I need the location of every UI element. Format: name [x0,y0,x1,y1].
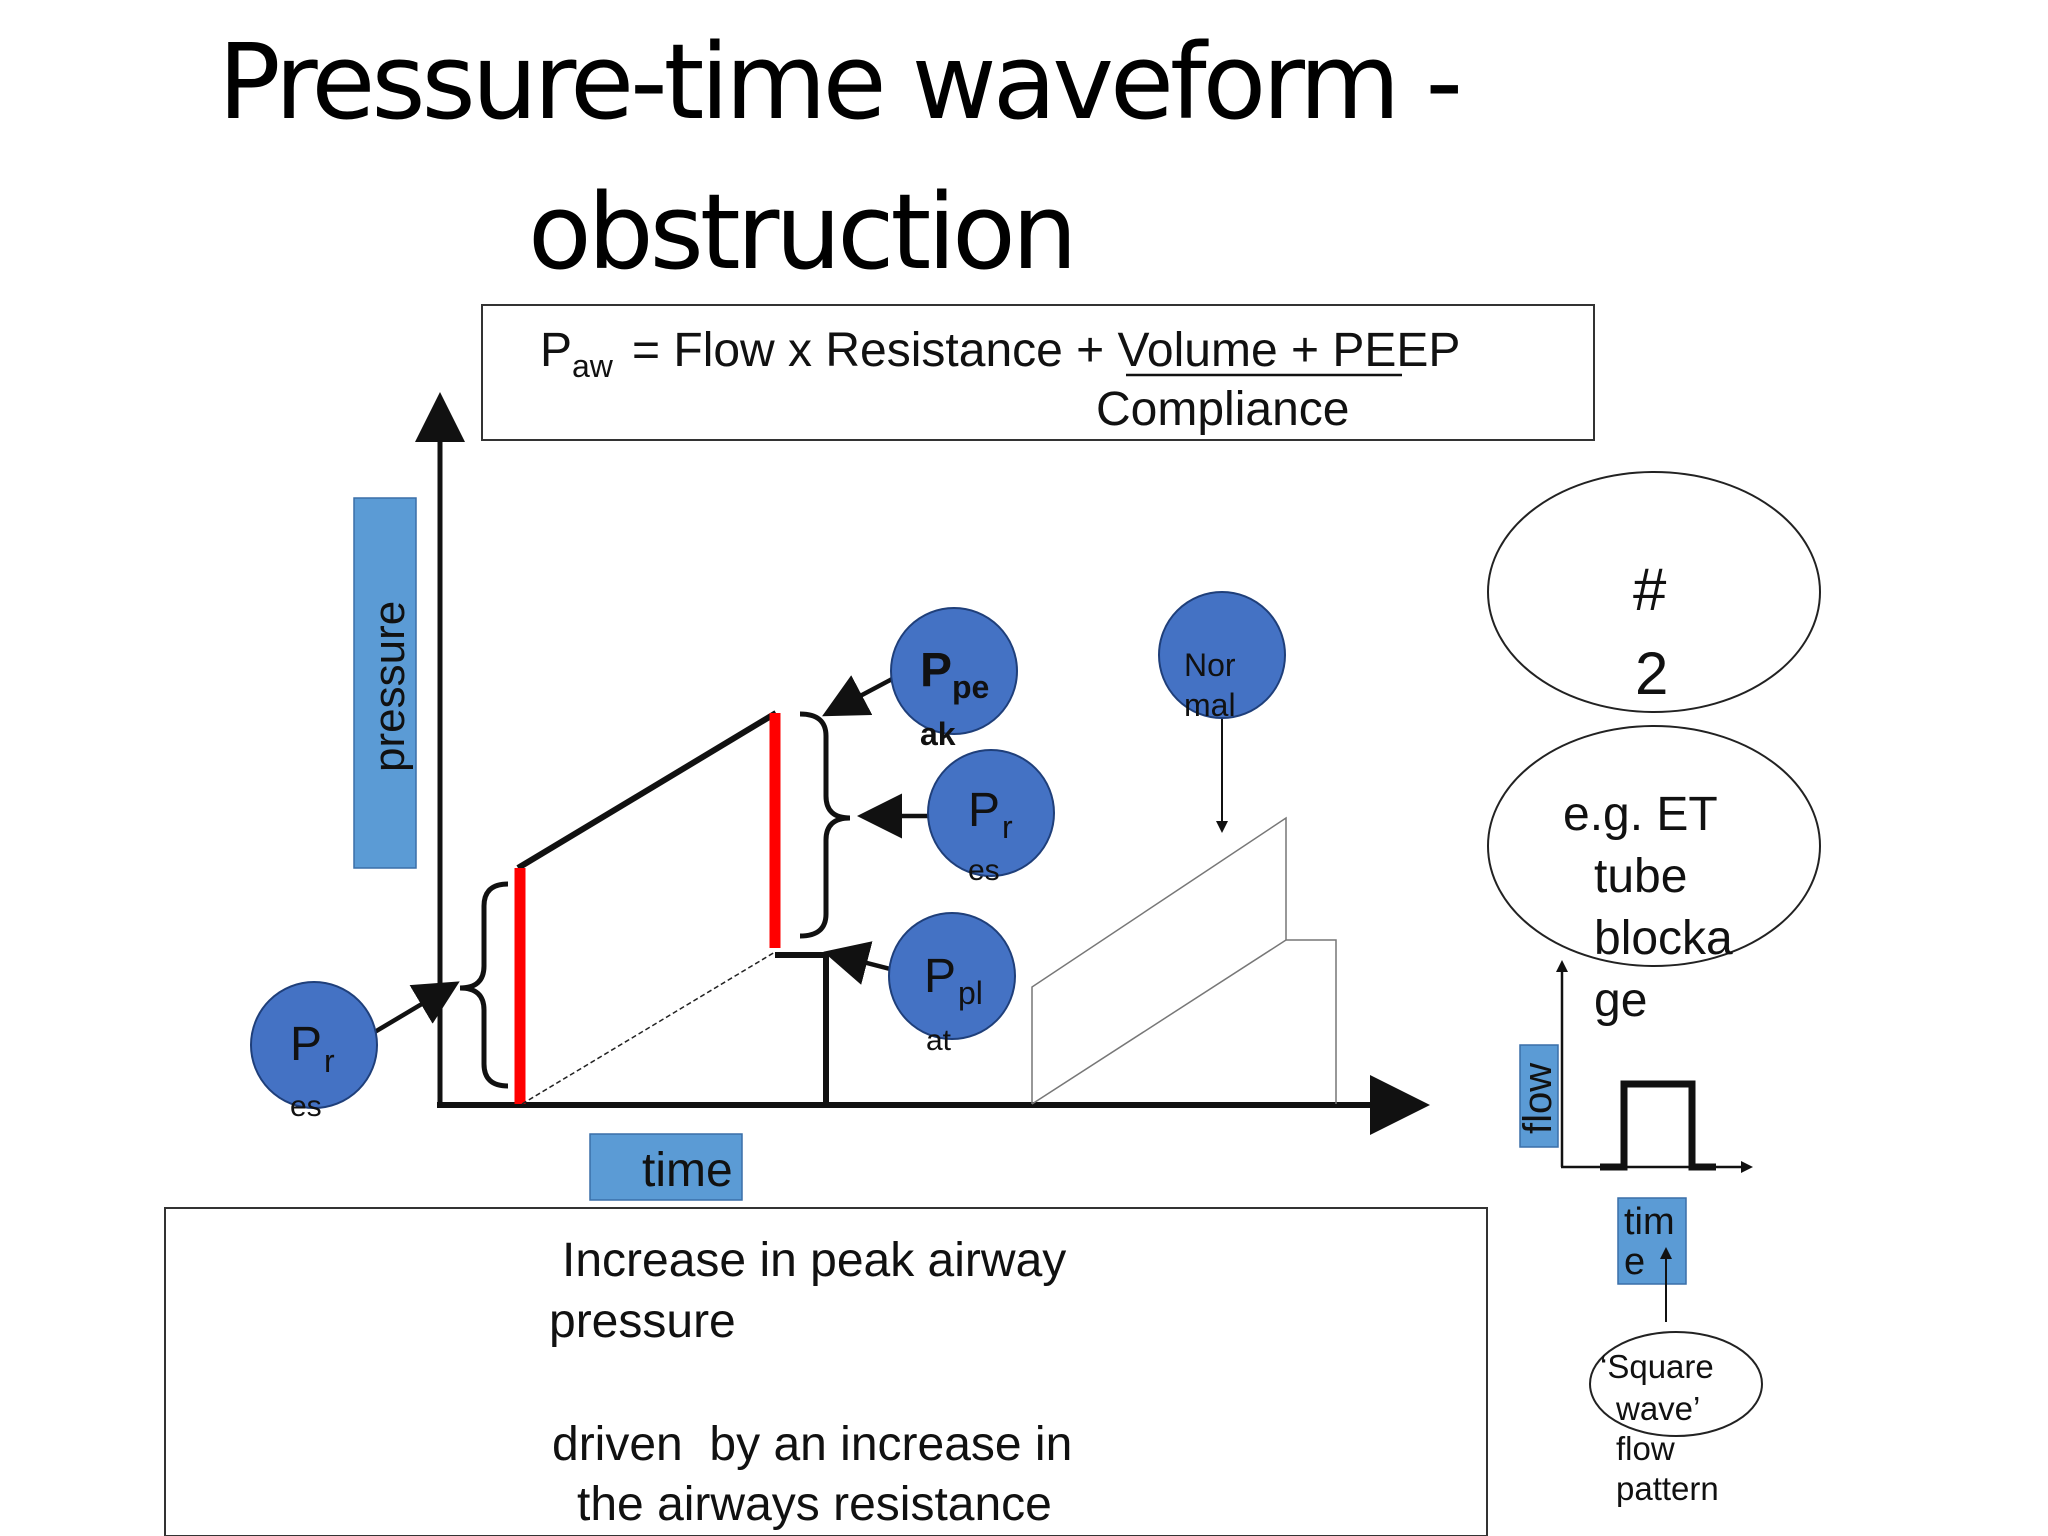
explanation-line4: the airways resistance [577,1478,1052,1531]
brace-lower [459,881,509,1089]
equation-p: P [540,324,572,377]
res-upper-subscript: r [1002,809,1013,845]
plat-subscript: pl [958,975,983,1011]
flow-time-label-box [1617,1197,1687,1285]
number-oval-line2: 2 [1635,640,1668,707]
res-upper-subscript-tail: es [968,854,1000,887]
res-upper-p: P [968,784,1000,837]
slide-title-line2: obstruction [528,171,1074,293]
time-label-text: time [642,1144,733,1197]
pressure-axis-label: pressure [353,497,417,869]
plat-p: P [924,950,956,1003]
time-axis-label: time [589,1133,743,1201]
normal-line1: Nor [1184,647,1236,683]
number-oval: # 2 [1487,471,1821,713]
normal-waveform [1031,816,1337,1105]
square-wave-note-line3: flow [1616,1430,1675,1467]
plateau-pressure-bubble: P pl at [888,912,1016,1057]
square-wave-note-line4: pattern [1616,1470,1719,1507]
flow-label-text: flow [1516,1063,1560,1134]
inspiratory-ramp [516,710,778,871]
equation-p-subscript: aw [572,348,614,384]
obstruction-waveform [514,710,829,1105]
brace-upper [799,711,851,939]
plateau-segment [775,952,829,1105]
res-lower-p: P [290,1018,322,1071]
explanation-line3: driven by an increase in [552,1418,1072,1471]
peak-pressure-bubble: P pe ak [890,607,1018,752]
square-wave-note-line2: wave’ [1615,1390,1700,1427]
explanation-line1: Increase in peak airway [562,1234,1066,1287]
res-lower-subscript: r [324,1043,335,1079]
example-line2: tube [1594,850,1687,903]
example-line1: e.g. ET [1563,788,1718,841]
square-wave-note-oval [1589,1331,1763,1437]
normal-waveform-ramp [1031,939,1287,1105]
equation-terms: = Flow x Resistance + Volume + PEEP [632,324,1460,377]
flow-inset: flow tim e ‘Square wave’ flow pattern [1516,960,1763,1507]
example-oval: e.g. ET tube blocka ge [1487,725,1821,1027]
normal-line2: mal [1184,687,1236,723]
pressure-label-text: pressure [365,601,414,772]
example-line3: blocka [1594,912,1733,965]
plat-subscript-tail: at [926,1024,952,1057]
arrow-to-plateau [823,941,891,985]
resistive-pressure-bubble-upper: P r es [927,749,1055,887]
peak-subscript-tail: ak [920,716,956,752]
flow-time-line1: tim [1624,1201,1675,1243]
baseline-dashed [521,951,776,1105]
explanation-line2: pressure [549,1295,736,1348]
peak-p: P [920,644,952,697]
example-line4: ge [1594,974,1647,1027]
arrow-to-lower-brace [366,981,460,1038]
peak-subscript: pe [952,669,989,705]
equation-box: P aw = Flow x Resistance + Volume + PEEP… [481,304,1595,441]
normal-bubble: Nor mal [1158,591,1286,723]
slide-title-line1: Pressure-time waveform - [218,21,1459,143]
equation-denominator: Compliance [1096,383,1349,436]
square-wave-note-line1: ‘Square [1600,1348,1714,1385]
explanation-box: Increase in peak airway pressure driven … [164,1207,1488,1536]
square-wave [1600,1080,1716,1171]
resistive-pressure-bubble-lower: P r es [250,981,378,1123]
arrow-to-peak [822,675,896,717]
normal-waveform-outline [1031,816,1337,1104]
number-oval-line1: # [1633,556,1667,623]
res-lower-subscript-tail: es [290,1090,322,1123]
flow-time-line2: e [1624,1241,1645,1283]
flow-label-box [1519,1044,1559,1148]
